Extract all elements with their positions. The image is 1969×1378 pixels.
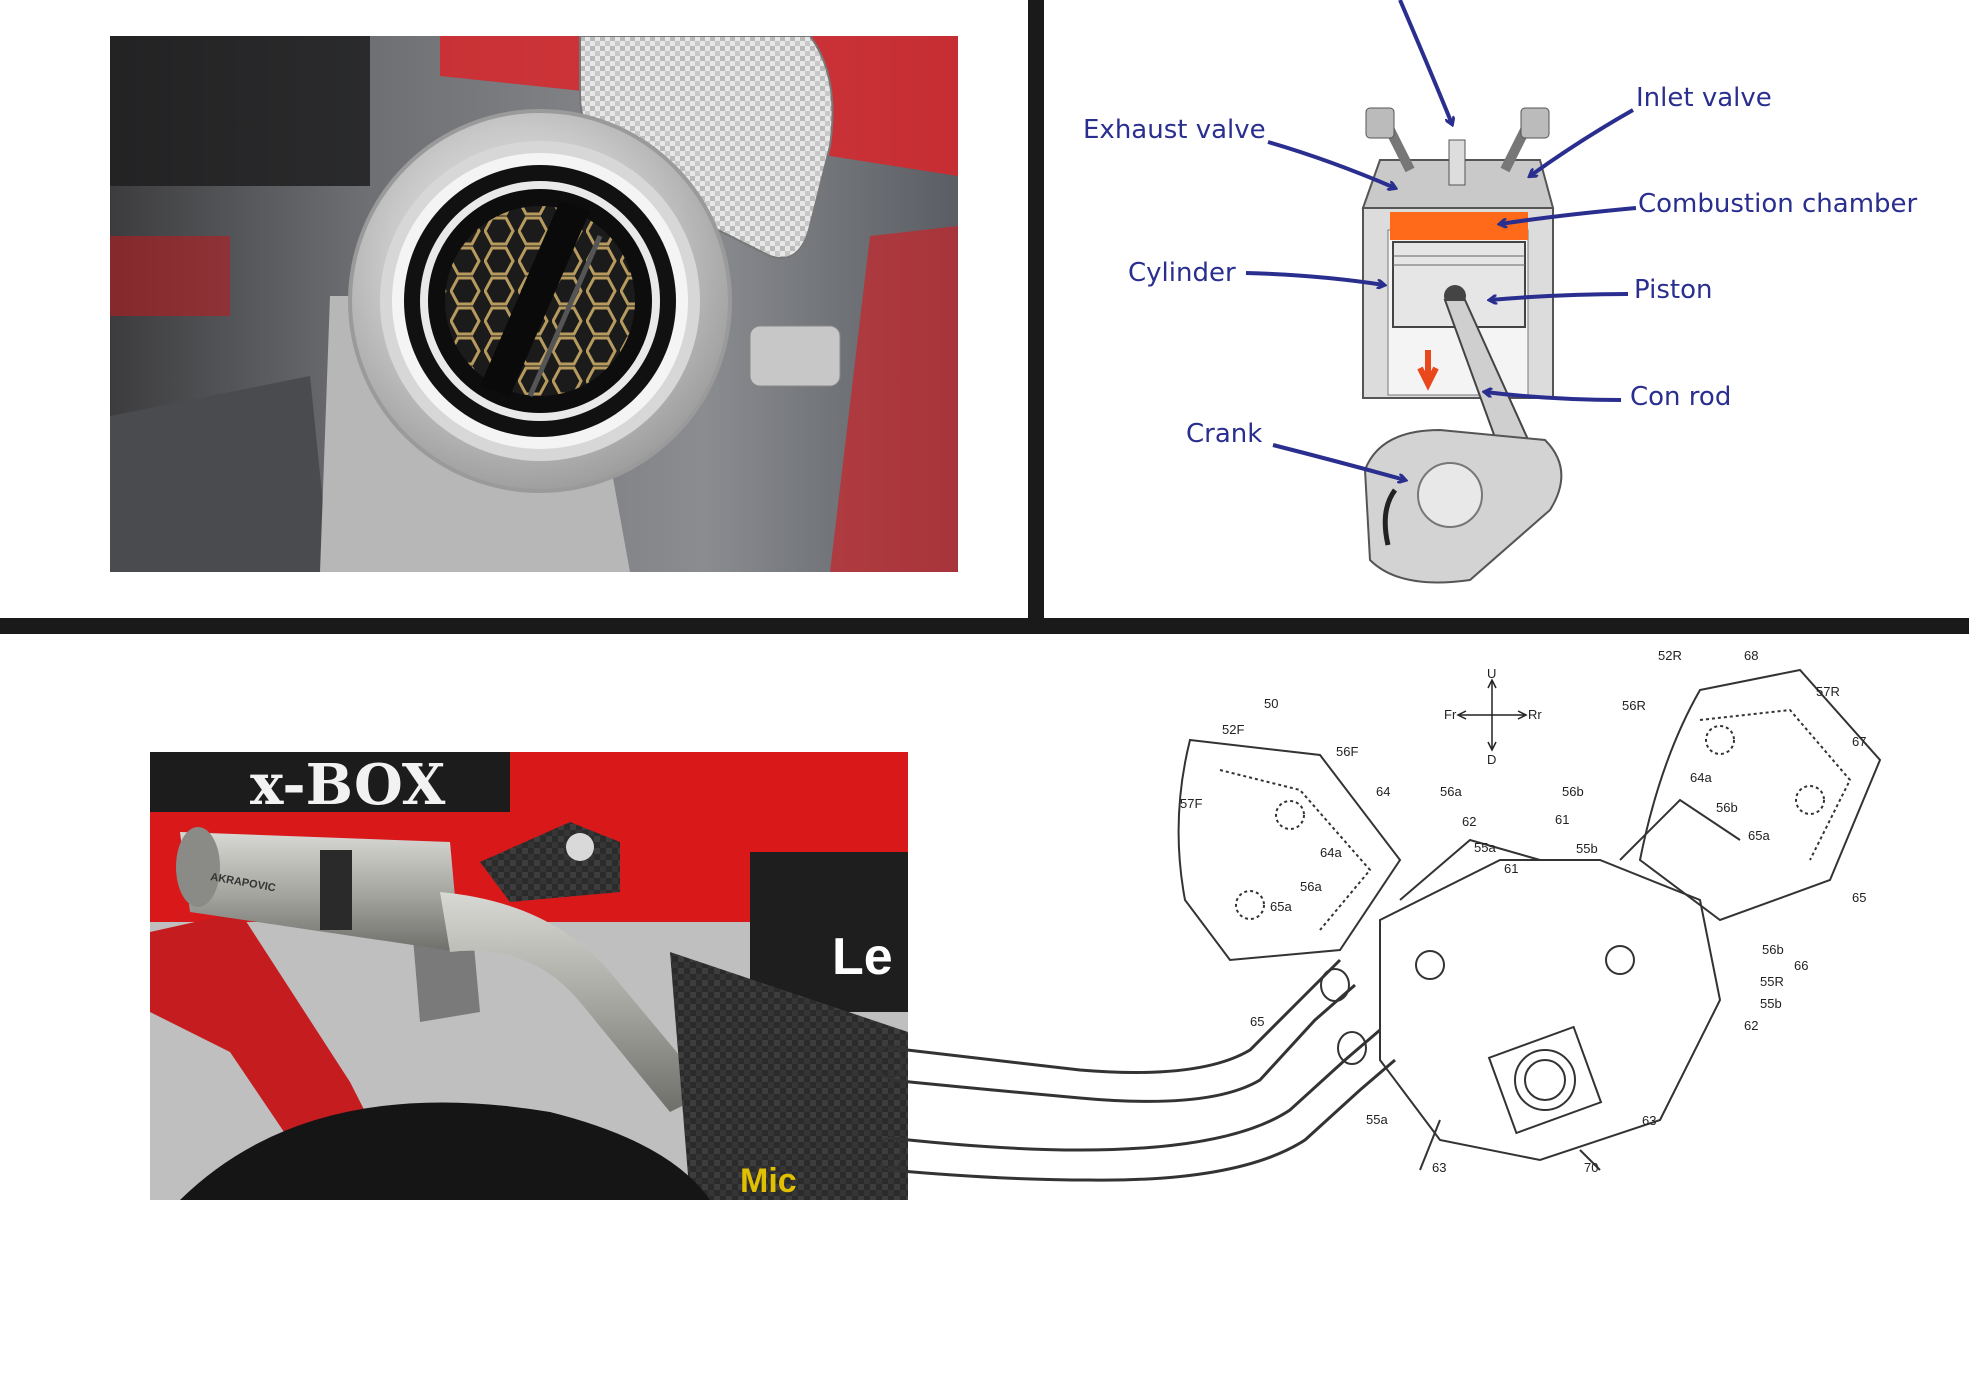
part-number: 56b bbox=[1716, 800, 1738, 815]
part-number: 61 bbox=[1504, 861, 1518, 876]
part-number: 62 bbox=[1462, 814, 1476, 829]
part-number: 61 bbox=[1555, 812, 1569, 827]
compass-up: U bbox=[1487, 666, 1496, 681]
part-number: 65a bbox=[1270, 899, 1292, 914]
part-number: 56b bbox=[1762, 942, 1784, 957]
part-number: 55R bbox=[1760, 974, 1784, 989]
part-number: 52R bbox=[1658, 648, 1682, 663]
side-text: Le bbox=[832, 928, 893, 986]
part-number: 56a bbox=[1440, 784, 1462, 799]
part-number: 52F bbox=[1222, 722, 1244, 737]
part-number: 64a bbox=[1690, 770, 1712, 785]
vertical-divider bbox=[1028, 0, 1044, 628]
race-bike-exhaust-photo: x-BOX Le AKRAPOVIC Mic bbox=[150, 752, 908, 1200]
exhaust-outlet-photo bbox=[110, 36, 958, 572]
part-number: 62 bbox=[1744, 1018, 1758, 1033]
part-number: 50 bbox=[1264, 696, 1278, 711]
part-number: 63 bbox=[1642, 1113, 1656, 1128]
horizontal-divider bbox=[0, 618, 1969, 634]
patent-exhaust-drawing: U D Fr Rr 50 52F 52R 68 57R 56R 67 56F 5… bbox=[880, 640, 1969, 1220]
compass-rear: Rr bbox=[1528, 707, 1542, 722]
part-number: 56F bbox=[1336, 744, 1358, 759]
part-number: 65 bbox=[1250, 1014, 1264, 1029]
part-number: 70 bbox=[1584, 1160, 1598, 1175]
compass-down: D bbox=[1487, 752, 1496, 767]
label-cylinder: Cylinder bbox=[1128, 258, 1236, 288]
part-number: 65a bbox=[1748, 828, 1770, 843]
label-crank: Crank bbox=[1186, 419, 1262, 449]
part-number: 64 bbox=[1376, 784, 1390, 799]
tire-text: Mic bbox=[740, 1162, 797, 1200]
part-number: 55b bbox=[1760, 996, 1782, 1011]
part-number: 56a bbox=[1300, 879, 1322, 894]
engine-cross-section-diagram: Exhaust valve Inlet valve Combustion cha… bbox=[1050, 0, 1969, 618]
label-piston: Piston bbox=[1634, 275, 1712, 305]
part-number: 55a bbox=[1474, 840, 1496, 855]
part-number: 63 bbox=[1432, 1160, 1446, 1175]
label-exhaust-valve: Exhaust valve bbox=[1083, 115, 1266, 145]
part-number: 55b bbox=[1576, 841, 1598, 856]
livery-text: x-BOX bbox=[250, 752, 446, 818]
part-number: 68 bbox=[1744, 648, 1758, 663]
part-number: 57R bbox=[1816, 684, 1840, 699]
part-number: 57F bbox=[1180, 796, 1202, 811]
part-number: 55a bbox=[1366, 1112, 1388, 1127]
part-number: 66 bbox=[1794, 958, 1808, 973]
part-number: 56b bbox=[1562, 784, 1584, 799]
part-number: 67 bbox=[1852, 734, 1866, 749]
part-number: 65 bbox=[1852, 890, 1866, 905]
combustion-area bbox=[1390, 212, 1528, 240]
part-number: 64a bbox=[1320, 845, 1342, 860]
label-inlet-valve: Inlet valve bbox=[1636, 83, 1772, 113]
part-number: 56R bbox=[1622, 698, 1646, 713]
compass-front: Fr bbox=[1444, 707, 1457, 722]
label-combustion-chamber: Combustion chamber bbox=[1638, 189, 1918, 219]
label-con-rod: Con rod bbox=[1630, 382, 1731, 412]
